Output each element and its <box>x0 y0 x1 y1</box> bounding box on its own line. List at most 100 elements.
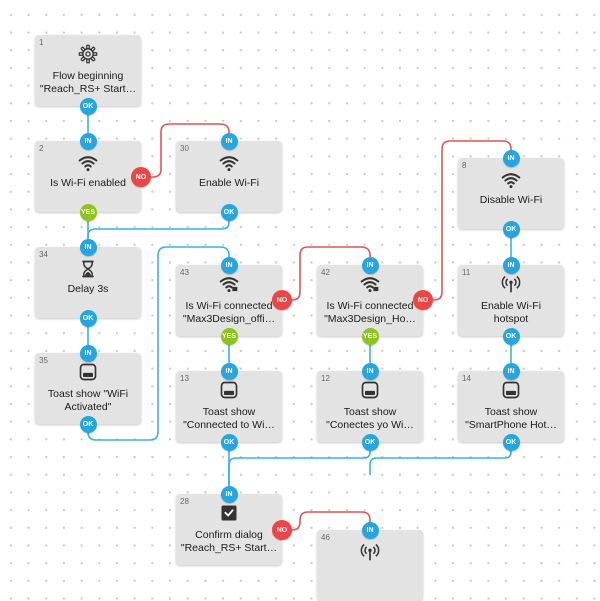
node-label-line-2: hotspot <box>493 313 529 325</box>
node-number: 13 <box>180 374 189 383</box>
wifi-icon <box>176 153 282 173</box>
node-label-line-2: "Connected to Wi… <box>183 419 275 431</box>
wire-4 <box>87 212 230 247</box>
node-number: 28 <box>180 497 189 506</box>
node-number: 11 <box>462 268 471 277</box>
hotspot-icon <box>317 542 423 562</box>
wifi-icon <box>458 170 564 190</box>
node-label-line-1: Enable Wi-Fi <box>480 300 542 312</box>
node-label-line-1: Flow beginning <box>52 70 124 82</box>
in-port[interactable]: IN <box>361 521 379 539</box>
toast-icon <box>458 380 564 400</box>
dialog-icon <box>176 503 282 523</box>
wifi-lock-icon <box>176 274 282 294</box>
yes-port[interactable]: YES <box>361 327 379 345</box>
yes-port[interactable]: YES <box>220 327 238 345</box>
ok-port[interactable]: OK <box>502 327 520 345</box>
no-port[interactable]: NO <box>413 290 433 310</box>
node-number: 35 <box>39 356 48 365</box>
ok-port[interactable]: OK <box>361 433 379 451</box>
in-port[interactable]: IN <box>220 256 238 274</box>
ok-port[interactable]: OK <box>502 433 520 451</box>
node-label-line-2: Activated" <box>64 401 112 413</box>
wifi-lock-icon <box>317 274 423 294</box>
node-label-line-2: "Reach_RS+ Start… <box>39 83 137 95</box>
in-port[interactable]: IN <box>79 132 97 150</box>
ok-port[interactable]: OK <box>220 203 238 221</box>
in-port[interactable]: IN <box>502 149 520 167</box>
wifi-icon <box>35 153 141 173</box>
node-number: 12 <box>321 374 330 383</box>
no-port[interactable]: NO <box>272 520 292 540</box>
in-port[interactable]: IN <box>220 485 238 503</box>
no-port[interactable]: NO <box>131 167 151 187</box>
in-port[interactable]: IN <box>220 362 238 380</box>
node-number: 46 <box>321 533 330 542</box>
node-number: 30 <box>180 144 189 153</box>
node-number: 14 <box>462 374 471 383</box>
node-label-line-1: Is Wi-Fi connected <box>185 300 273 312</box>
in-port[interactable]: IN <box>79 344 97 362</box>
node-number: 2 <box>39 144 44 153</box>
node-number: 8 <box>462 161 467 170</box>
wire-15 <box>423 140 512 301</box>
wire-16 <box>282 511 371 531</box>
hourglass-icon <box>35 259 141 279</box>
flow-node-42[interactable]: 42 Is Wi-Fi connected"Max3Design_Ho… <box>317 265 423 336</box>
node-number: 43 <box>180 268 189 277</box>
ok-port[interactable]: OK <box>220 433 238 451</box>
gear-icon <box>35 44 141 64</box>
ok-port[interactable]: OK <box>502 220 520 238</box>
toast-icon <box>35 362 141 382</box>
in-port[interactable]: IN <box>502 256 520 274</box>
ok-port[interactable]: OK <box>79 97 97 115</box>
node-label-line-1: Is Wi-Fi enabled <box>50 177 126 189</box>
toast-icon <box>317 380 423 400</box>
node-label-line-1: Toast show <box>484 406 538 418</box>
node-label-line-1: Enable Wi-Fi <box>198 177 260 189</box>
node-label-line-2: "Max3Design_Ho… <box>324 313 416 325</box>
node-number: 34 <box>39 250 48 259</box>
hotspot-icon <box>458 274 564 294</box>
flow-node-2[interactable]: 2 Is Wi-Fi enabled <box>35 141 141 212</box>
node-label-line-2: "Max3Design_offi… <box>182 313 276 325</box>
flow-node-43[interactable]: 43 Is Wi-Fi connected"Max3Design_offi… <box>176 265 282 336</box>
ok-port[interactable]: OK <box>79 415 97 433</box>
toast-icon <box>176 380 282 400</box>
node-label-line-1: Is Wi-Fi connected <box>326 300 414 312</box>
wire-5 <box>87 246 230 441</box>
wire-13 <box>141 123 230 178</box>
node-label-line-2: "Conectes yo Wi… <box>326 419 414 431</box>
ok-port[interactable]: OK <box>79 309 97 327</box>
no-port[interactable]: NO <box>272 290 292 310</box>
in-port[interactable]: IN <box>79 238 97 256</box>
node-label-line-1: Delay 3s <box>67 283 109 295</box>
in-port[interactable]: IN <box>502 362 520 380</box>
wire-14 <box>282 246 371 301</box>
node-number: 1 <box>39 38 44 47</box>
node-label-line-1: Toast show "WiFi <box>47 388 129 400</box>
node-label-line-1: Disable Wi-Fi <box>479 194 543 206</box>
node-label-line-1: Toast show <box>343 406 397 418</box>
node-number: 42 <box>321 268 330 277</box>
yes-port[interactable]: YES <box>79 203 97 221</box>
node-label-line-2: "Reach_RS+ Start… <box>180 542 278 554</box>
in-port[interactable]: IN <box>361 256 379 274</box>
in-port[interactable]: IN <box>220 132 238 150</box>
wire-12 <box>369 442 512 475</box>
flow-node-46[interactable]: 46 <box>317 530 423 601</box>
in-port[interactable]: IN <box>361 362 379 380</box>
node-label-line-1: Confirm dialog <box>195 529 263 541</box>
node-label-line-2: "SmartPhone Hot… <box>465 419 557 431</box>
node-label-line-1: Toast show <box>202 406 256 418</box>
